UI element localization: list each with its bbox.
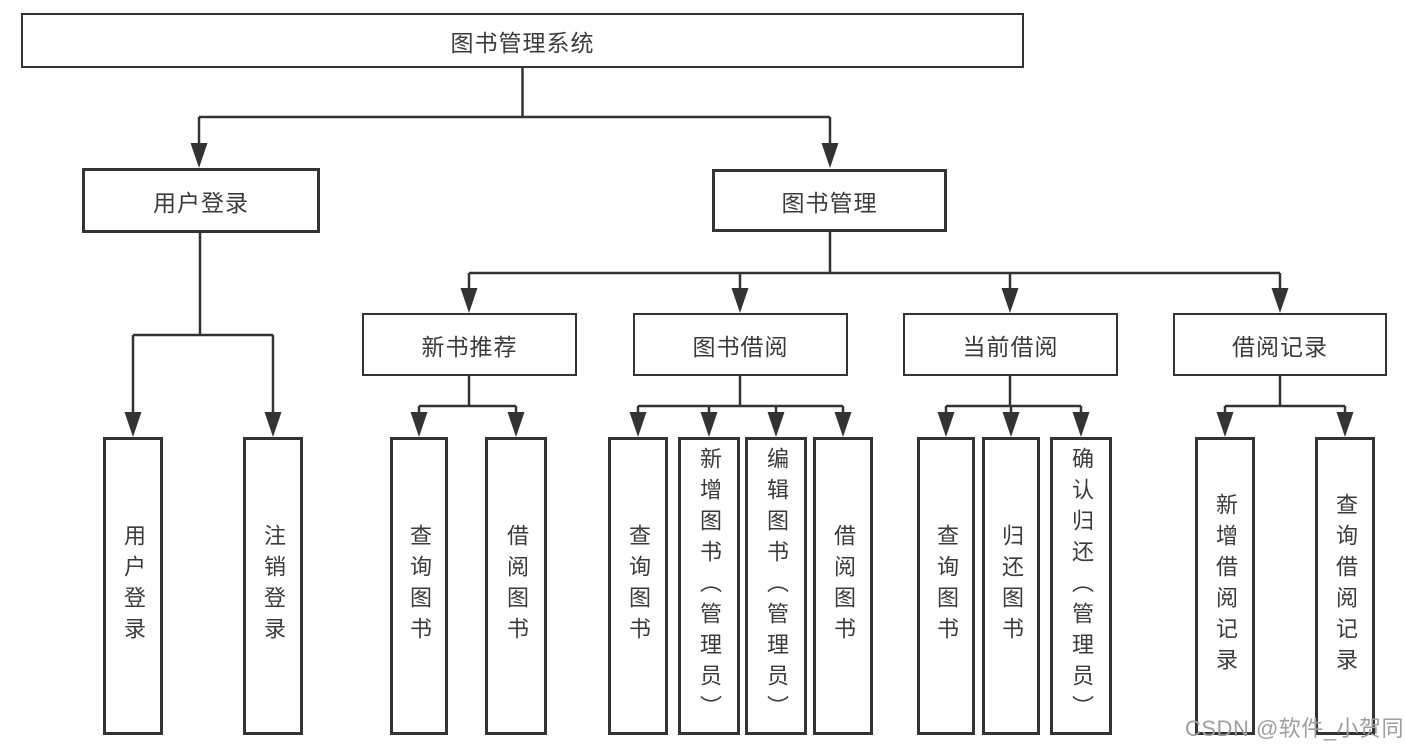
leaf-recommend-borrow-books: 借阅图书: [485, 437, 547, 735]
leaf-recommend-query-books: 查询图书: [390, 437, 448, 735]
leaf-borrowing-query-books: 查询图书: [608, 437, 668, 735]
arrowheads: [124, 143, 1354, 437]
node-borrowing-records: 借阅记录: [1173, 313, 1387, 376]
node-book-management: 图书管理: [712, 169, 947, 232]
leaf-borrowing-borrow-books: 借阅图书: [813, 437, 873, 735]
leaf-current-query-books: 查询图书: [917, 437, 975, 735]
leaf-current-return-books: 归还图书: [982, 437, 1040, 735]
leaf-records-query-borrow-record: 查询借阅记录: [1315, 437, 1375, 735]
node-current-borrowing: 当前借阅: [903, 313, 1118, 376]
node-new-book-recommendation: 新书推荐: [362, 313, 577, 376]
leaf-user-login: 用户登录: [103, 437, 163, 735]
node-library-management-system: 图书管理系统: [21, 13, 1024, 68]
csdn-watermark: CSDN @软件_小贺同学: [1185, 716, 1405, 741]
leaf-borrowing-edit-books-admin: 编辑图书（管理员）: [745, 437, 807, 735]
node-user-login: 用户登录: [82, 168, 320, 233]
node-book-borrowing: 图书借阅: [633, 313, 848, 376]
leaf-borrowing-add-books-admin: 新增图书（管理员）: [678, 437, 740, 735]
leaf-logout: 注销登录: [243, 437, 303, 735]
leaf-records-add-borrow-record: 新增借阅记录: [1195, 437, 1255, 735]
leaf-current-confirm-return-admin: 确认归还（管理员）: [1050, 437, 1112, 735]
